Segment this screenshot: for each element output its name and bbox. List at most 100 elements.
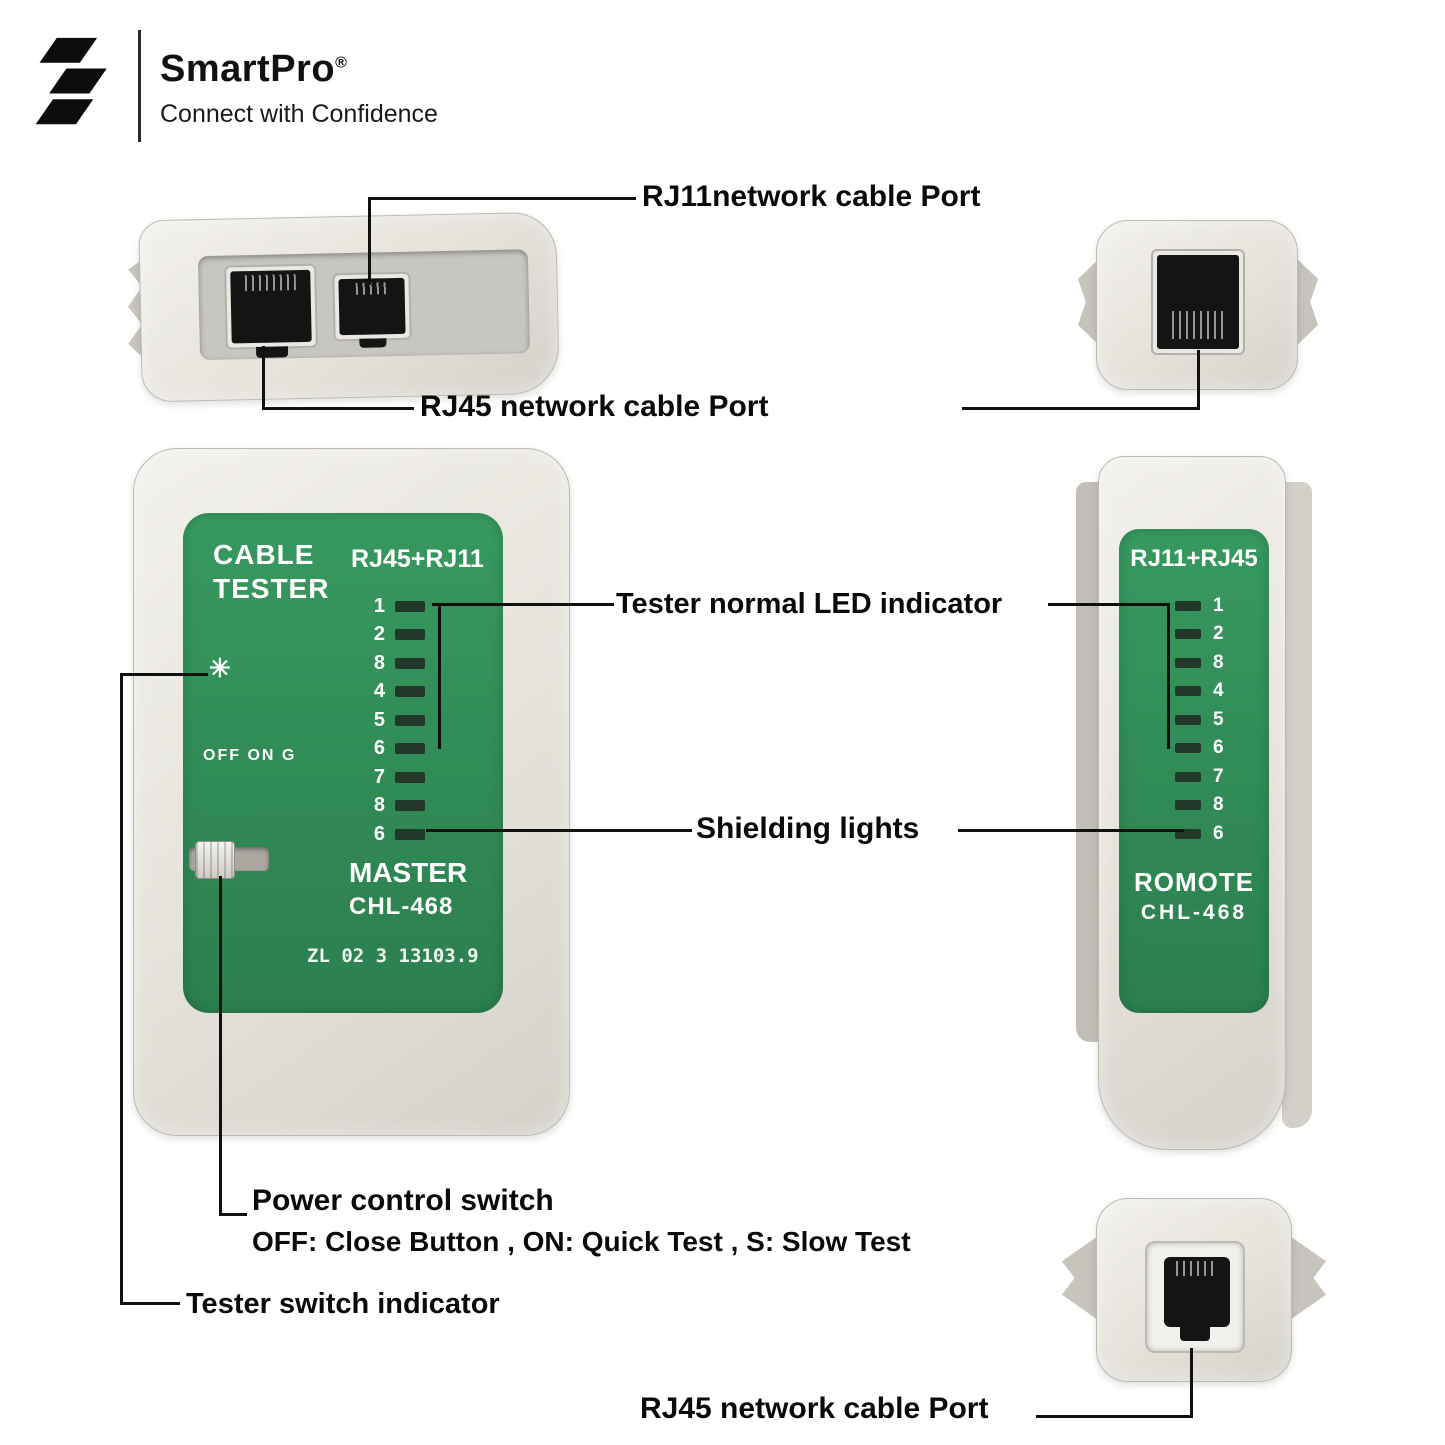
led-light: [1175, 658, 1201, 668]
remote-model-label: CHL-468: [1140, 901, 1248, 924]
led-row: 8: [1175, 652, 1224, 674]
led-row: 4: [1175, 680, 1224, 702]
led-row: 7: [1175, 766, 1224, 788]
brand-name: SmartPro®: [160, 48, 347, 91]
led-row: 2: [361, 623, 425, 645]
led-light: [1175, 800, 1201, 810]
led-row: 8: [361, 794, 425, 816]
callout-line-rj45top-vertical-right: [1197, 350, 1200, 410]
remote-front-view: RJ11+RJ45 1 2 8 4 5 6 7 8 6 ROMOTE CHL-4…: [1098, 456, 1286, 1150]
led-row: 4: [361, 680, 425, 702]
led-row: 5: [1175, 709, 1224, 731]
callout-shielding-lights-label: Shielding lights: [696, 812, 920, 845]
led-light: [395, 600, 425, 612]
rj45-port-remote-top: [1151, 249, 1245, 355]
led-row: 6: [361, 823, 425, 845]
power-switch-knob[interactable]: [195, 841, 235, 879]
rj45-jack: [230, 269, 312, 344]
callout-line-rj11-horizontal: [368, 197, 636, 200]
led-light: [395, 828, 425, 840]
led-light: [395, 714, 425, 726]
rj45-pins: [244, 274, 297, 292]
led-light: [1175, 629, 1201, 639]
led-number: 1: [1213, 595, 1224, 616]
led-light: [395, 628, 425, 640]
brand-tagline: Connect with Confidence: [160, 100, 438, 128]
callout-line-rj45top-vertical-left: [262, 346, 265, 410]
led-number: 8: [1213, 652, 1224, 673]
callout-line-rj45bottom-horizontal: [1036, 1415, 1193, 1418]
remote-top-view: [1096, 220, 1298, 390]
switch-ridges: [196, 842, 234, 878]
led-row: 5: [361, 709, 425, 731]
master-front-view: CABLE TESTER RJ45+RJ11 ✳ OFF ON G 1 2 8 …: [133, 448, 570, 1136]
led-row: 8: [361, 652, 425, 674]
led-row: 1: [361, 595, 425, 617]
led-row: 1: [1175, 595, 1224, 617]
callout-tester-switch-indicator-label: Tester switch indicator: [186, 1288, 500, 1320]
led-number: 2: [373, 622, 385, 645]
rj45-jack: [1157, 255, 1239, 349]
master-panel: CABLE TESTER RJ45+RJ11 ✳ OFF ON G 1 2 8 …: [183, 513, 503, 1013]
led-number: 5: [1213, 709, 1224, 730]
callout-line-led-bracket-left: [438, 603, 441, 749]
rj45-pins: [1175, 1261, 1219, 1277]
master-top-view: [138, 211, 560, 403]
led-number: 6: [373, 736, 385, 759]
port-recess: [197, 249, 531, 361]
led-number: 8: [373, 651, 385, 674]
smartpro-logo-icon: [35, 37, 107, 125]
remote-bottom-view: [1096, 1198, 1292, 1382]
remote-role-label: ROMOTE: [1133, 867, 1255, 897]
led-number: 7: [1213, 766, 1224, 787]
rj11-pins: [355, 282, 388, 296]
callout-line-rj45bottom-vertical: [1190, 1348, 1193, 1418]
power-led-indicator-icon: ✳: [209, 653, 231, 683]
led-number: 6: [373, 822, 385, 845]
led-light: [395, 657, 425, 669]
led-number: 5: [373, 708, 385, 731]
callout-power-switch-detail: OFF: Close Button , ON: Quick Test , S: …: [252, 1226, 911, 1257]
master-role-label: MASTER: [349, 857, 468, 888]
master-title-line2: TESTER: [213, 573, 330, 604]
callout-line-switchind-bottom: [120, 1302, 180, 1305]
led-row: 6: [1175, 823, 1224, 845]
led-light: [1175, 829, 1201, 839]
callout-line-rj11-vertical: [368, 197, 371, 285]
switch-positions-label: OFF ON G: [203, 747, 297, 764]
led-light: [1175, 715, 1201, 725]
rj45-tab: [1180, 1327, 1210, 1341]
rj45-port-remote-bottom: [1145, 1241, 1245, 1353]
rj45-tab: [255, 346, 288, 358]
led-light: [1175, 686, 1201, 696]
remote-panel: RJ11+RJ45 1 2 8 4 5 6 7 8 6 ROMOTE CHL-4…: [1119, 529, 1269, 1013]
callout-line-rj45top-horizontal-left: [262, 407, 414, 410]
led-number: 4: [1213, 680, 1224, 701]
callout-line-shielding-left: [426, 829, 692, 832]
callout-line-led-horizontal-right: [1048, 603, 1170, 606]
remote-right-side-flap: [1282, 482, 1312, 1128]
led-light: [395, 799, 425, 811]
led-light: [395, 742, 425, 754]
led-number: 6: [1213, 823, 1224, 844]
remote-bottom-right-flap: [1290, 1236, 1326, 1320]
callout-line-rj45top-horizontal-right: [962, 407, 1200, 410]
led-number: 7: [373, 765, 385, 788]
led-row: 2: [1175, 623, 1224, 645]
callout-rj11-port-label: RJ11network cable Port: [642, 180, 981, 213]
callout-line-switchind-vertical: [120, 673, 123, 1305]
led-row: 8: [1175, 794, 1224, 816]
led-number: 4: [373, 679, 385, 702]
brand-name-text: SmartPro: [160, 48, 336, 90]
callout-line-power-horizontal: [219, 1213, 247, 1216]
rj45-jack: [1164, 1257, 1230, 1327]
callout-power-switch-title: Power control switch: [252, 1184, 554, 1217]
led-row: 6: [361, 737, 425, 759]
led-light: [1175, 601, 1201, 611]
rj45-pins: [1171, 310, 1225, 339]
led-number: 2: [1213, 623, 1224, 644]
rj11-jack: [338, 277, 406, 336]
remote-port-type-label: RJ11+RJ45: [1130, 545, 1258, 572]
led-number: 1: [373, 594, 385, 617]
